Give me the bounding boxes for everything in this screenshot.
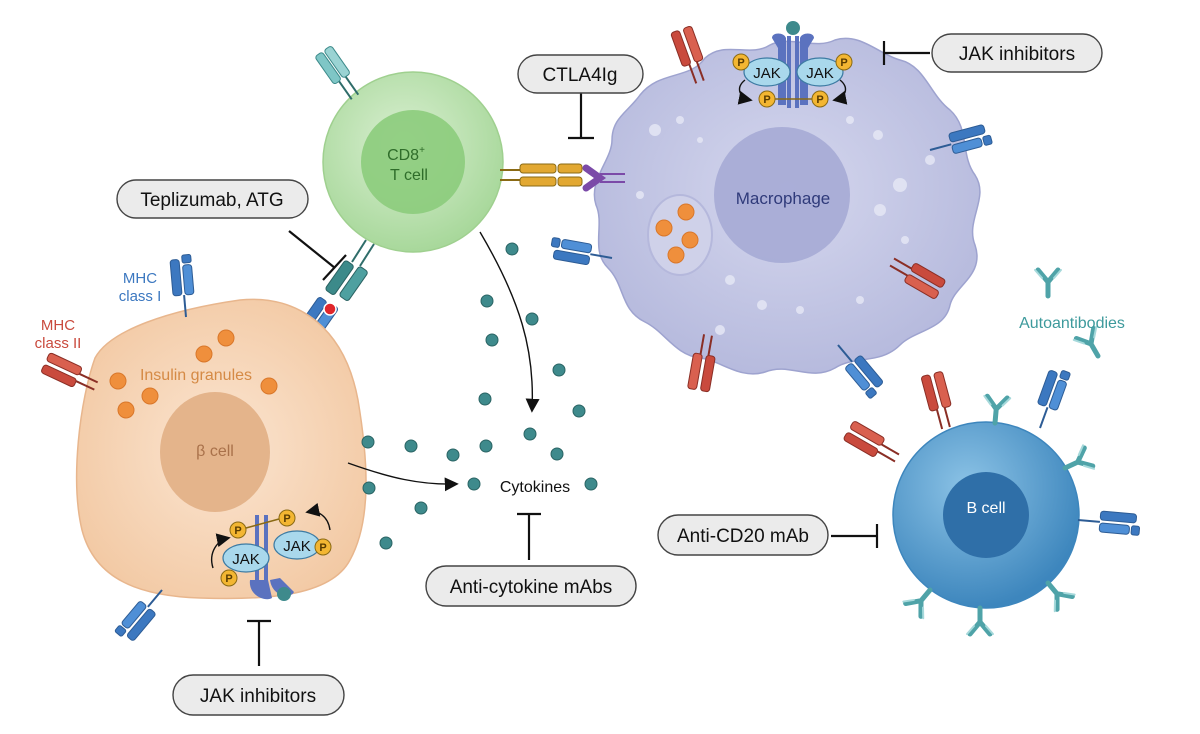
beta-cell-jak-complex: JAK JAK P P P P <box>211 502 332 601</box>
pill-ctla4ig: CTLA4Ig <box>517 54 644 94</box>
beta-cell: β cell Insulin granules <box>75 298 367 600</box>
macrophage-p3: P <box>763 94 770 106</box>
beta-p4: P <box>319 542 326 554</box>
mhc-class-1-label-line1: MHC <box>123 270 157 287</box>
t-cell-label-line2: T cell <box>390 167 428 184</box>
macrophage-jak-right: JAK <box>806 65 834 82</box>
t-cell: CD8+ T cell <box>322 71 504 253</box>
svg-text:Anti-cytokine mAbs: Anti-cytokine mAbs <box>450 577 613 598</box>
t-cell-nucleus <box>361 110 465 214</box>
beta-cell-label: β cell <box>196 443 234 460</box>
svg-text:JAK inhibitors: JAK inhibitors <box>959 44 1075 65</box>
cytokines <box>361 242 598 550</box>
beta-p1: P <box>234 525 241 537</box>
mhc-class-2-label-line1: MHC <box>41 317 75 334</box>
beta-cell-nucleus <box>160 392 270 512</box>
autoantibodies-label: Autoantibodies <box>1019 315 1125 332</box>
beta-p2: P <box>283 513 290 525</box>
macrophage-p1: P <box>737 57 744 69</box>
macrophage-jak-complex: JAK JAK P P P P <box>732 21 853 108</box>
insulin-granules-label: Insulin granules <box>140 367 252 384</box>
macrophage-label: Macrophage <box>736 189 831 208</box>
mhc-class-2-label-line2: class II <box>35 335 82 352</box>
svg-text:CTLA4Ig: CTLA4Ig <box>543 65 618 86</box>
svg-text:Teplizumab, ATG: Teplizumab, ATG <box>140 190 283 211</box>
cd28-b7-interaction <box>500 163 625 192</box>
mhc-class-1-label-line2: class I <box>119 288 162 305</box>
macrophage-p4: P <box>816 94 823 106</box>
pill-teplizumab: Teplizumab, ATG <box>116 179 309 219</box>
b-cell-label: B cell <box>966 500 1005 517</box>
phagosome <box>647 194 713 276</box>
tcell-to-cytokines-arrow <box>479 231 540 413</box>
cytokines-label: Cytokines <box>500 479 570 496</box>
pill-jak-inhibitors-top: JAK inhibitors <box>931 33 1103 73</box>
insulin-granules <box>109 329 278 419</box>
macrophage: Macrophage <box>593 37 981 375</box>
betacell-to-cytokines-arrow <box>347 462 459 492</box>
inhibition-lines <box>247 41 930 666</box>
b-cell-nucleus <box>943 472 1029 558</box>
macrophage-nucleus <box>714 127 850 263</box>
beta-p3: P <box>225 573 232 585</box>
svg-text:JAK inhibitors: JAK inhibitors <box>200 686 316 707</box>
t-cell-label-line1: CD8+ <box>387 145 425 164</box>
macrophage-jak-left: JAK <box>753 65 781 82</box>
beta-jak-right: JAK <box>283 538 311 555</box>
pill-anti-cd20: Anti-CD20 mAb <box>657 514 829 556</box>
pill-jak-inhibitors-bottom: JAK inhibitors <box>172 674 345 716</box>
svg-text:Anti-CD20 mAb: Anti-CD20 mAb <box>677 526 809 547</box>
pill-anti-cytokine: Anti-cytokine mAbs <box>425 565 637 607</box>
beta-jak-left: JAK <box>232 551 260 568</box>
phagosome-granules <box>655 203 699 264</box>
macrophage-p2: P <box>840 57 847 69</box>
b-cell: B cell <box>892 421 1080 609</box>
